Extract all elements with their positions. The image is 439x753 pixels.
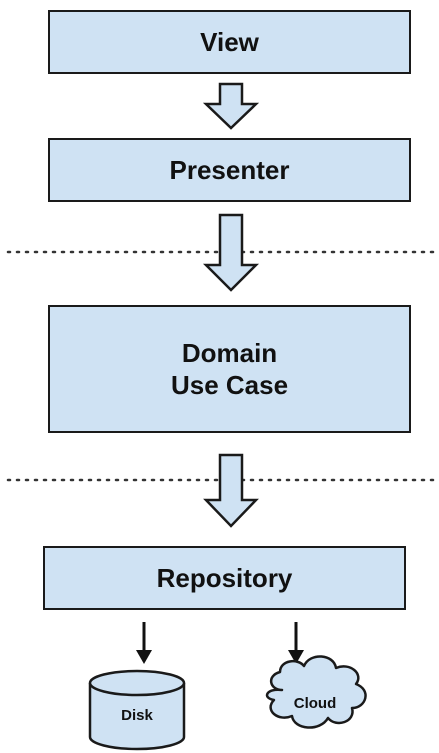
domain-label: Domain [181,337,278,368]
hollow-down-arrow-icon [202,82,260,130]
repository-label: Repository [156,562,293,593]
view-label: View [200,26,259,57]
repository-layer-box: Repository [43,546,406,610]
disk-cylinder-icon [88,669,186,751]
presenter-label: Presenter [169,154,290,185]
presenter-layer-box: Presenter [48,138,411,202]
hollow-down-arrow-icon [202,213,260,292]
view-layer-box: View [48,10,411,74]
cloud-icon [265,655,367,729]
hollow-down-arrow-icon [203,453,259,528]
cloud-label: Cloud [293,695,337,712]
use-case-label: Use Case [170,370,289,400]
disk-label: Disk [121,707,153,724]
solid-down-arrow-icon [136,622,152,664]
domain-layer-box: Domain Use Case [48,305,411,433]
solid-down-arrow-icon [288,622,304,664]
